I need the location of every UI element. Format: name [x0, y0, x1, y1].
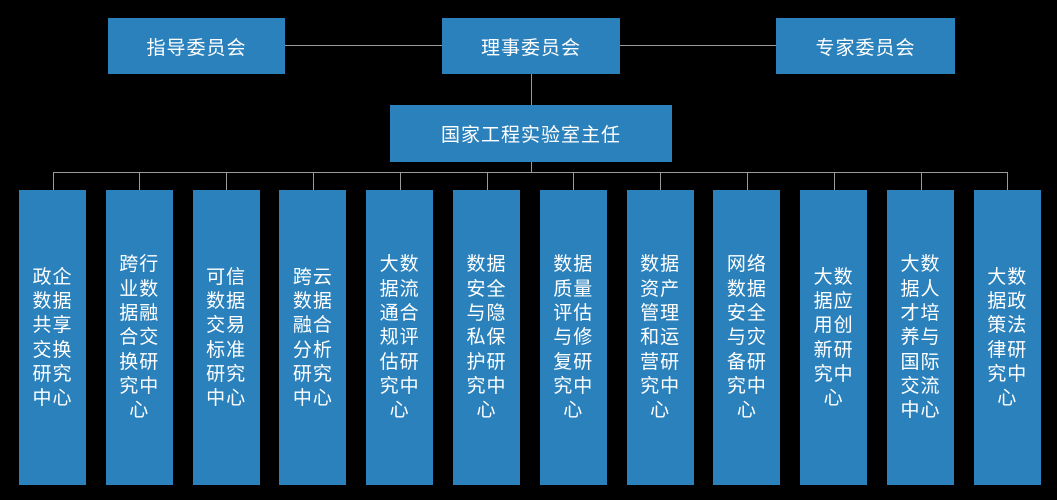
- node-research-center[interactable]: 大数据人才培养与国际交流中心: [887, 190, 954, 485]
- connector-drop-line: [139, 172, 140, 190]
- node-research-center-label: 数据资产管理和运营研究中心: [640, 253, 681, 422]
- connector-drop-line: [573, 172, 574, 190]
- node-research-center-label: 大数据流通合规评估研究中心: [379, 253, 420, 422]
- connector-drop-line: [747, 172, 748, 190]
- node-laboratory-director-label: 国家工程实验室主任: [440, 124, 621, 146]
- node-research-center-label: 跨云数据融合分析研究中心: [292, 265, 333, 410]
- connector-drop-line: [313, 172, 314, 190]
- node-research-center[interactable]: 政企数据共享交换研究中心: [19, 190, 86, 485]
- connector-drop-line: [660, 172, 661, 190]
- node-laboratory-director[interactable]: 国家工程实验室主任: [390, 105, 672, 162]
- node-steering-committee[interactable]: 指导委员会: [108, 18, 285, 74]
- node-research-center-label: 跨行业数据融合交换研究中心: [119, 253, 160, 422]
- node-research-center[interactable]: 跨云数据融合分析研究中心: [279, 190, 347, 485]
- node-research-center[interactable]: 大数据流通合规评估研究中心: [366, 190, 434, 485]
- node-research-center[interactable]: 跨行业数据融合交换研究中心: [105, 190, 173, 485]
- node-research-center-label: 数据安全与隐私保护研究中心: [466, 253, 507, 422]
- node-board-committee-label: 理事委员会: [480, 36, 581, 59]
- node-research-center[interactable]: 可信数据交易标准研究中心: [192, 190, 260, 485]
- connector-drop-line: [400, 172, 401, 190]
- node-expert-committee[interactable]: 专家委员会: [776, 18, 955, 74]
- node-research-center[interactable]: 数据资产管理和运营研究中心: [626, 190, 694, 485]
- connector-steering-to-board: [285, 45, 442, 46]
- connector-drop-line: [487, 172, 488, 190]
- connector-director-to-bus: [531, 162, 532, 172]
- node-research-center[interactable]: 数据质量评估与修复研究中心: [539, 190, 607, 485]
- connector-horizontal-bus: [53, 172, 1008, 173]
- node-research-center-label: 政企数据共享交换研究中心: [32, 265, 73, 410]
- node-research-center[interactable]: 数据安全与隐私保护研究中心: [453, 190, 520, 485]
- node-research-center-label: 大数据政策法律研究中心: [987, 265, 1028, 410]
- connector-drop-line: [1007, 172, 1008, 190]
- node-research-center[interactable]: 大数据政策法律研究中心: [973, 190, 1041, 485]
- connector-drop-line: [226, 172, 227, 190]
- node-expert-committee-label: 专家委员会: [815, 36, 916, 59]
- connector-board-to-director: [531, 74, 532, 105]
- connector-drop-line: [921, 172, 922, 190]
- connector-drop-line: [834, 172, 835, 190]
- node-research-center-label: 可信数据交易标准研究中心: [206, 265, 247, 410]
- node-research-center-label: 数据质量评估与修复研究中心: [553, 253, 594, 422]
- node-steering-committee-label: 指导委员会: [146, 36, 247, 59]
- connector-board-to-expert: [620, 45, 776, 46]
- node-research-center[interactable]: 网络数据安全与灾备研究中心: [713, 190, 781, 485]
- node-research-center-label: 大数据人才培养与国际交流中心: [900, 253, 941, 422]
- connector-drop-line: [53, 172, 54, 190]
- node-research-center-label: 网络数据安全与灾备研究中心: [726, 253, 767, 422]
- node-research-center[interactable]: 大数据应用创新研究中心: [800, 190, 868, 485]
- node-research-center-label: 大数据应用创新研究中心: [813, 265, 854, 410]
- node-board-committee[interactable]: 理事委员会: [442, 18, 620, 74]
